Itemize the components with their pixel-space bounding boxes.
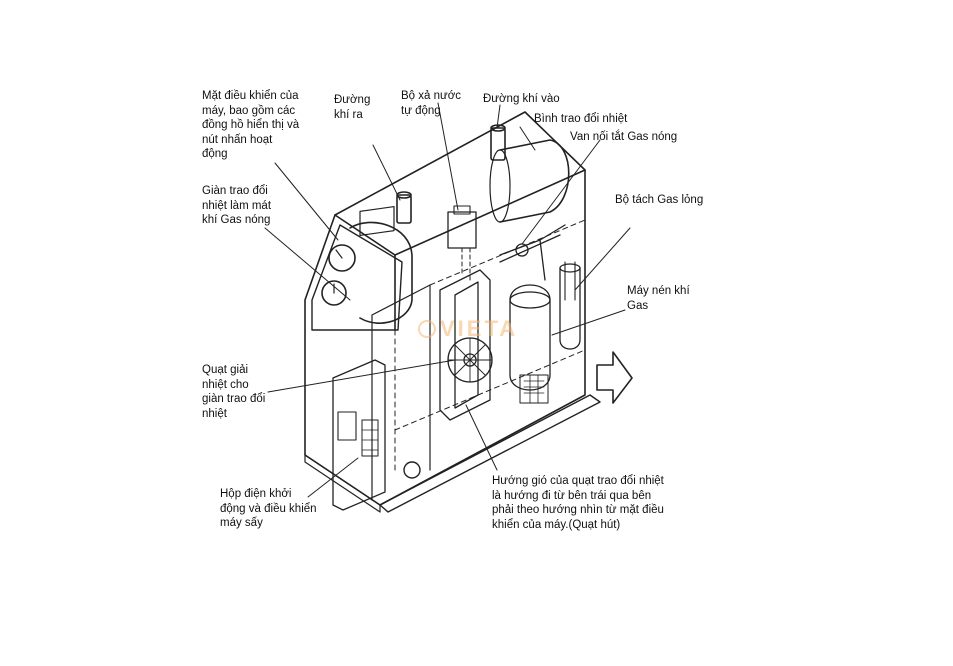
- cabinet-outline: [304, 111, 586, 506]
- cabinet-inner-frame: [371, 284, 431, 501]
- drain-fitting: [403, 461, 421, 479]
- label-fan: Quạt giải nhiệt cho giàn trao đổi nhiệt: [202, 364, 266, 420]
- label-auto-drain: Bộ xả nước tự động: [401, 90, 461, 117]
- label-hot-gas-bypass: Van nối tắt Gas nóng: [570, 131, 678, 143]
- label-liquid-separator: Bộ tách Gas lỏng: [615, 194, 704, 206]
- electrical-box: [332, 359, 386, 511]
- inlet-pipe: [490, 127, 506, 161]
- label-compressor: Máy nén khí Gas: [627, 285, 690, 312]
- label-heat-exchanger-tank: Bình trao đổi nhiệt: [534, 113, 628, 125]
- gas-piping: [499, 224, 566, 281]
- liquid-separator-body: [559, 261, 581, 350]
- watermark-text: VIETA: [440, 316, 519, 341]
- heat-exchanger-tank: [499, 139, 570, 223]
- label-airflow-note: Hướng gió của quạt trao đổi nhiệt là hướ…: [492, 475, 664, 531]
- label-electrical-box: Hộp điện khởi động và điều khiển máy sấy: [220, 488, 317, 529]
- watermark: VIETA: [418, 316, 518, 342]
- leader-lines: [264, 102, 631, 498]
- display-panel: [359, 206, 395, 237]
- label-control-panel: Mặt điều khiển của máy, bao gồm các đồng…: [202, 90, 300, 160]
- compressor-body: [509, 284, 551, 404]
- label-condenser-coil: Giàn trao đổi nhiệt làm mát khí Gas nóng: [202, 185, 272, 226]
- gauge-top: [328, 244, 356, 272]
- watermark-logo-icon: [418, 320, 436, 338]
- label-air-inlet: Đường khí vào: [483, 93, 560, 105]
- base-skid: [379, 394, 601, 513]
- condenser-coil-body: [349, 221, 413, 324]
- outlet-pipe: [396, 194, 412, 224]
- machine-drawing: [264, 102, 633, 513]
- label-air-outlet: Đường khí ra: [334, 94, 371, 121]
- airflow-arrow: [596, 351, 633, 404]
- hidden-edges: [394, 219, 586, 471]
- cooling-fan: [439, 269, 493, 421]
- gauge-bottom: [321, 280, 347, 306]
- base-front: [304, 454, 381, 513]
